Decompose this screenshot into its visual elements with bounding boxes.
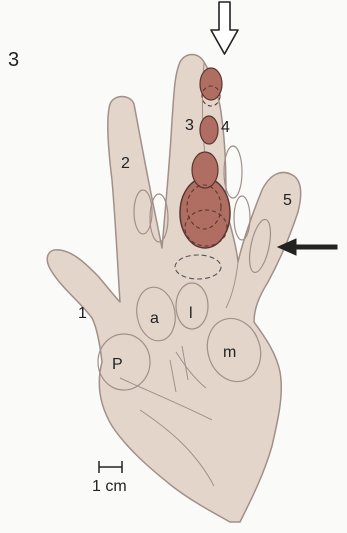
lesion-top [200, 68, 222, 100]
scale-bar [99, 461, 122, 473]
region-label-m: m [223, 344, 236, 361]
finger-ellipse [234, 196, 250, 240]
finger-label-4: 4 [221, 119, 230, 136]
panel-number: 3 [8, 49, 19, 71]
finger-label-5: 5 [283, 192, 292, 209]
finger-label-3: 3 [185, 117, 194, 134]
region-label-a: a [150, 310, 159, 327]
hand-outline [47, 55, 300, 523]
lesion-middle [192, 152, 218, 188]
finger-label-1: 1 [78, 305, 87, 322]
region-label-P: P [112, 356, 123, 373]
finger-label-2: 2 [121, 155, 130, 172]
region-label-l: l [189, 305, 193, 322]
lesion-small [200, 116, 218, 144]
open-down-arrow-icon [211, 2, 238, 54]
scale-bar-label: 1 cm [92, 478, 127, 495]
finger-ellipse [224, 146, 242, 198]
